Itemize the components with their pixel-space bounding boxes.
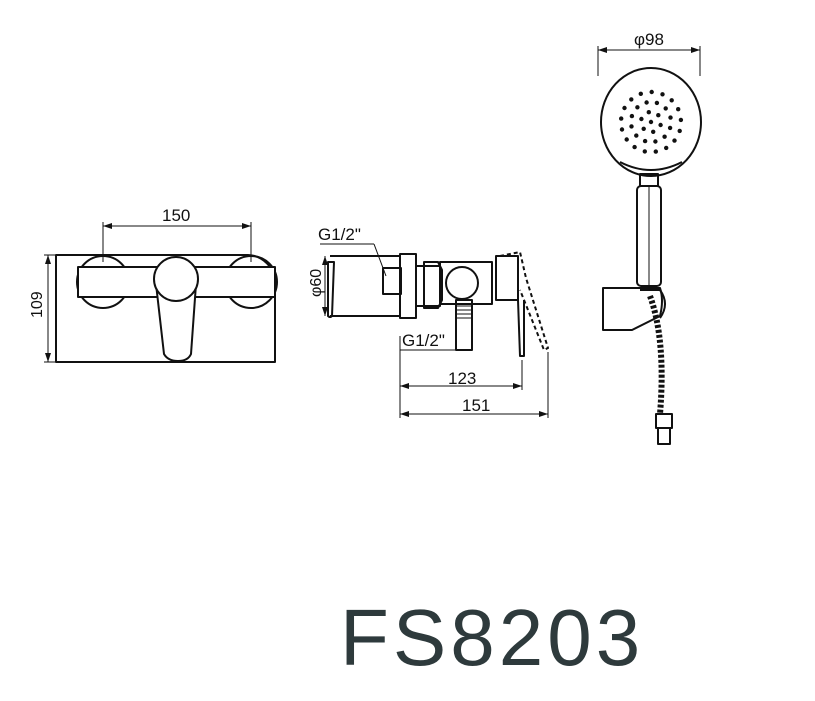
nozzle-dot [642,138,648,144]
nozzle-dot [642,149,647,154]
shower-hose [647,294,665,415]
nozzle-dot [622,105,627,111]
nozzle-dot [663,106,668,111]
side-connector [415,265,441,307]
side-handle-outline [517,299,525,357]
nozzle-dot [656,113,661,118]
shower-head-outer [600,67,702,177]
side-inlet-thread-bottom: G1/2" [402,331,445,350]
shower-hose-end [657,427,671,445]
shower-head-rim [619,161,683,171]
nozzle-dot [651,129,656,134]
nozzle-dot [662,134,667,139]
shower-holder [602,287,663,331]
nozzle-dot [672,138,677,143]
nozzle-dot [677,128,682,134]
side-flange [399,253,417,319]
shower-head-diameter: φ98 [634,30,664,49]
front-handle-hub [153,256,199,302]
side-handle-alt [499,251,549,351]
nozzle-dot [635,105,640,110]
side-body [439,261,493,305]
nozzle-dot [667,125,673,131]
nozzle-dot [668,115,673,120]
side-handle-base [495,255,519,301]
nozzle-dot [648,119,654,125]
nozzle-dot [669,98,674,103]
dimension-arrows [45,47,700,417]
nozzle-dot [641,126,646,131]
nozzle-dot [664,145,669,151]
side-diverter-knob [445,266,479,300]
front-height-label: 109 [29,291,46,318]
side-flange-diameter: φ60 [308,269,325,297]
nozzle-dot [629,97,634,102]
side-total-depth-label: 151 [462,396,490,415]
nozzle-dot [658,122,663,128]
nozzle-dot [619,116,624,121]
side-outlet-thread [456,305,472,319]
front-handle [155,283,197,362]
nozzle-dot [638,91,643,97]
shower-holder-clip [640,289,666,319]
side-dimensions [320,243,549,418]
side-inlet-thread-top: G1/2" [318,225,361,244]
nozzle-dot [649,89,654,95]
side-inlet-square [382,267,402,295]
nozzle-dot [624,137,629,142]
nozzle-dot [632,144,637,150]
nozzle-dot [619,127,625,132]
nozzle-dot [639,116,644,122]
model-number: FS8203 [340,593,645,682]
front-view [55,254,278,363]
nozzle-dot [644,100,649,105]
side-depth-label: 123 [448,369,476,388]
nozzle-dot [653,149,658,154]
nozzle-dot [660,92,665,97]
nozzle-dot [678,117,684,123]
side-nut [423,261,443,309]
nozzle-dot [646,110,651,115]
nozzle-dot [676,107,681,112]
front-dimensions [44,222,252,363]
nozzle-dot [629,124,634,129]
nozzle-dot [654,100,660,106]
side-view [327,251,549,357]
hand-shower [597,46,702,445]
side-outlet-stem [455,299,473,351]
side-wall-pipe [327,261,335,318]
shower-hose-nut [655,413,673,429]
front-width-label: 150 [162,206,190,225]
nozzle-dot [629,113,635,119]
shower-nozzles [619,89,684,154]
nozzle-dot [653,139,658,144]
nozzle-dot [634,133,639,138]
